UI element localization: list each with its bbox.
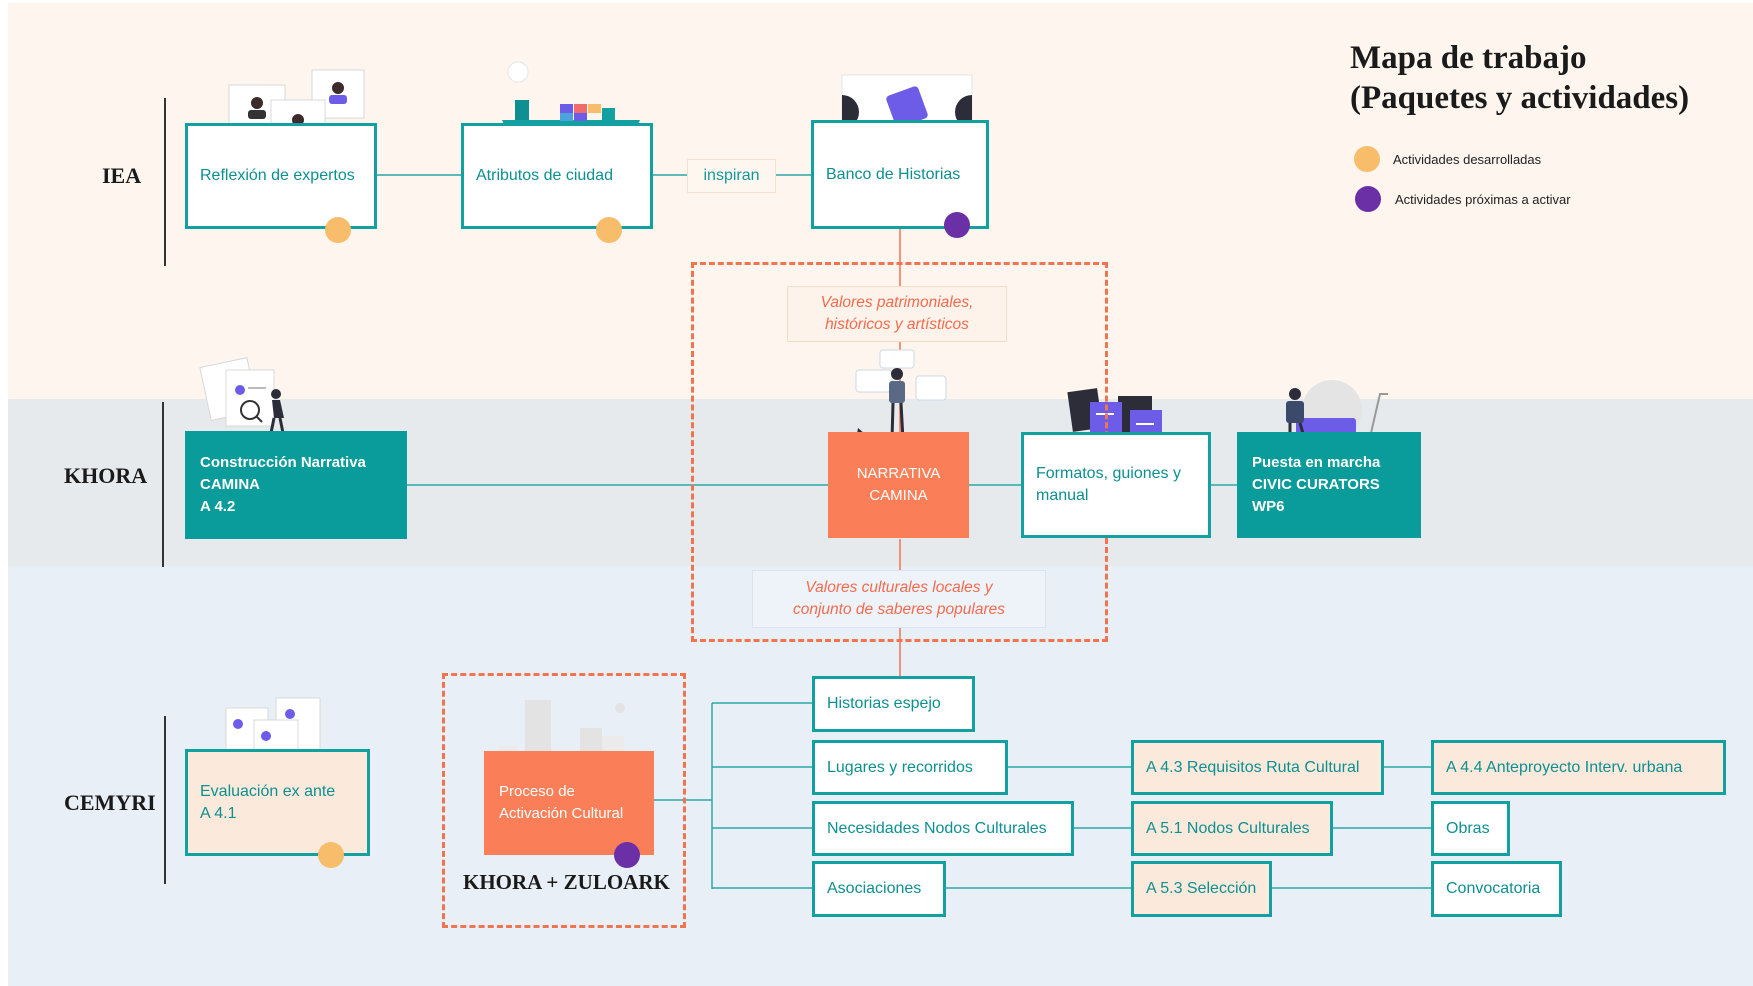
a53-seleccion-box: A 5.3 Selección bbox=[1131, 861, 1272, 917]
lane-label-cemyri: CEMYRI bbox=[64, 790, 156, 815]
khora-zuloark-label: KHORA + ZULOARK bbox=[463, 870, 670, 894]
asociaciones-box: Asociaciones bbox=[812, 861, 946, 917]
lugares-recorridos-box: Lugares y recorridos bbox=[812, 740, 1008, 795]
lane-label-khora: KHORA bbox=[64, 463, 148, 488]
a43-requisitos-box: A 4.3 Requisitos Ruta Cultural bbox=[1131, 740, 1384, 795]
legend-swatch-developed bbox=[1354, 146, 1380, 172]
a44-anteproyecto-box: A 4.4 Anteproyecto Interv. urbana bbox=[1431, 740, 1726, 795]
status-dot-upcoming bbox=[614, 842, 640, 868]
lane-divider-cemyri bbox=[164, 716, 166, 884]
atributos-ciudad-box: Atributos de ciudad bbox=[461, 123, 653, 229]
status-dot-developed bbox=[596, 217, 622, 243]
formatos-guiones-box: Formatos, guiones y manual bbox=[1021, 432, 1211, 538]
narrativa-camina-box: NARRATIVA CAMINA bbox=[828, 432, 969, 538]
a51-nodos-box: A 5.1 Nodos Culturales bbox=[1131, 801, 1333, 856]
note-valores-patrimoniales: Valores patrimoniales, históricos y artí… bbox=[787, 286, 1007, 342]
banco-historias-box: Banco de Historias bbox=[811, 120, 989, 229]
status-dot-developed bbox=[325, 217, 351, 243]
research-illustration bbox=[199, 357, 286, 439]
reflexion-expertos-box: Reflexión de expertos bbox=[185, 123, 377, 229]
lane-label-iea: IEA bbox=[102, 163, 142, 188]
proceso-activacion-box: Proceso de Activación Cultural bbox=[484, 751, 654, 855]
historias-espejo-box: Historias espejo bbox=[812, 676, 975, 732]
obras-box: Obras bbox=[1431, 801, 1510, 856]
inspiran-label: inspiran bbox=[687, 159, 776, 193]
status-dot-developed bbox=[318, 842, 344, 868]
necesidades-nodos-box: Necesidades Nodos Culturales bbox=[812, 801, 1074, 856]
note-valores-culturales: Valores culturales locales y conjunto de… bbox=[752, 570, 1046, 628]
puesta-en-marcha-box: Puesta en marcha CIVIC CURATORS WP6 bbox=[1237, 432, 1421, 538]
lane-divider-khora bbox=[162, 402, 164, 567]
legend-developed-label: Actividades desarrolladas bbox=[1393, 152, 1542, 167]
convocatoria-box: Convocatoria bbox=[1431, 861, 1562, 917]
lane-divider-iea bbox=[164, 98, 166, 266]
construccion-narrativa-box: Construcción Narrativa CAMINA A 4.2 bbox=[185, 431, 407, 539]
map-title: Mapa de trabajo (Paquetes y actividades) bbox=[1350, 40, 1690, 116]
legend-swatch-upcoming bbox=[1355, 186, 1381, 212]
status-dot-upcoming bbox=[944, 212, 970, 238]
legend-upcoming-label: Actividades próximas a activar bbox=[1395, 192, 1571, 207]
proceso-dashed-group bbox=[442, 673, 686, 928]
evaluacion-ex-ante-box: Evaluación ex ante A 4.1 bbox=[185, 749, 370, 856]
